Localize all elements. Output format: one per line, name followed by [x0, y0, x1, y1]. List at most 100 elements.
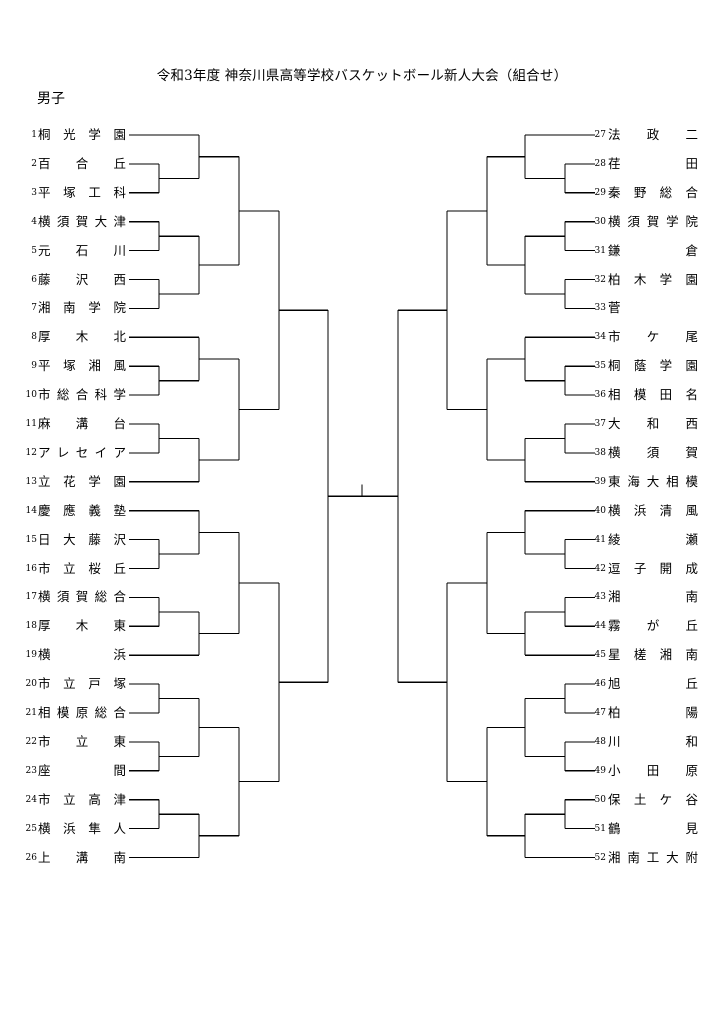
seed-number: 17	[25, 592, 37, 603]
seed-number: 31	[594, 245, 606, 256]
seed-number: 3	[31, 187, 37, 198]
team-name: 横浜	[38, 647, 126, 663]
seed-number: 19	[25, 650, 37, 661]
team-name: 立花学園	[38, 473, 126, 489]
seed-number: 39	[594, 476, 606, 487]
seed-number: 10	[25, 390, 37, 401]
seed-number: 11	[25, 419, 37, 429]
seed-number: 37	[594, 419, 606, 429]
seed-number: 46	[594, 679, 606, 690]
seed-number: 22	[25, 736, 37, 747]
seed-number: 7	[31, 303, 37, 314]
team-name: アレセイア	[38, 444, 126, 460]
team-name: 横須賀	[608, 444, 698, 460]
seed-number: 32	[594, 274, 606, 285]
seed-number: 1	[31, 130, 37, 140]
team-name: 湘南	[608, 589, 698, 605]
seed-number: 8	[31, 332, 37, 343]
seed-number: 44	[594, 621, 606, 632]
team-name: 市立桜丘	[38, 560, 126, 576]
seed-number: 12	[25, 447, 37, 458]
seed-number: 51	[594, 823, 606, 834]
seed-number: 42	[594, 563, 606, 574]
team-name: 大和西	[608, 416, 698, 431]
team-name: 鎌倉	[608, 242, 698, 258]
seed-number: 18	[25, 621, 37, 632]
team-name: 座間	[38, 762, 126, 778]
seed-number: 4	[31, 216, 37, 227]
seed-number: 48	[594, 736, 606, 747]
team-name: 相模田名	[608, 387, 698, 403]
team-name: 百合丘	[38, 155, 126, 171]
seed-number: 26	[25, 852, 37, 863]
team-name: 横浜隼人	[38, 820, 126, 836]
seed-number: 6	[31, 274, 37, 285]
team-name: 柏木学園	[608, 271, 698, 287]
team-name: 綾瀬	[608, 531, 698, 547]
team-name: 湘南学院	[38, 300, 126, 316]
team-name: 日大藤沢	[38, 531, 126, 547]
team-name: 星槎湘南	[608, 647, 698, 663]
team-name: 桐蔭学園	[608, 358, 698, 374]
seed-number: 41	[594, 534, 606, 545]
seed-number: 28	[594, 158, 606, 169]
team-name: 市立戸塚	[38, 676, 126, 692]
seed-number: 36	[594, 390, 606, 401]
team-name: 元石川	[38, 242, 126, 258]
team-name: 平塚湘風	[38, 358, 126, 374]
team-name: 慶應義塾	[38, 502, 126, 518]
seed-number: 25	[25, 823, 37, 834]
team-name: 麻溝台	[38, 416, 126, 431]
team-name: 厚木北	[38, 329, 126, 345]
seed-number: 52	[594, 852, 606, 863]
team-name: 市立高津	[38, 791, 126, 807]
seed-number: 38	[594, 447, 606, 458]
team-name: 保土ケ谷	[608, 791, 698, 807]
team-name: 市立東	[38, 733, 126, 749]
team-name: 平塚工科	[38, 184, 126, 200]
page-title: 令和3年度 神奈川県高等学校バスケットボール新人大会（組合せ）	[156, 68, 568, 84]
team-name: 法政二	[608, 127, 698, 142]
team-name: 菅	[608, 300, 621, 316]
team-name: 霧が丘	[608, 618, 698, 634]
team-name: 秦野総合	[608, 184, 698, 200]
seed-number: 50	[594, 794, 606, 805]
seed-number: 47	[594, 708, 606, 718]
seed-number: 15	[25, 534, 37, 545]
team-name: 逗子開成	[608, 560, 698, 576]
seed-number: 29	[594, 187, 606, 198]
team-name: 厚木東	[38, 618, 126, 634]
